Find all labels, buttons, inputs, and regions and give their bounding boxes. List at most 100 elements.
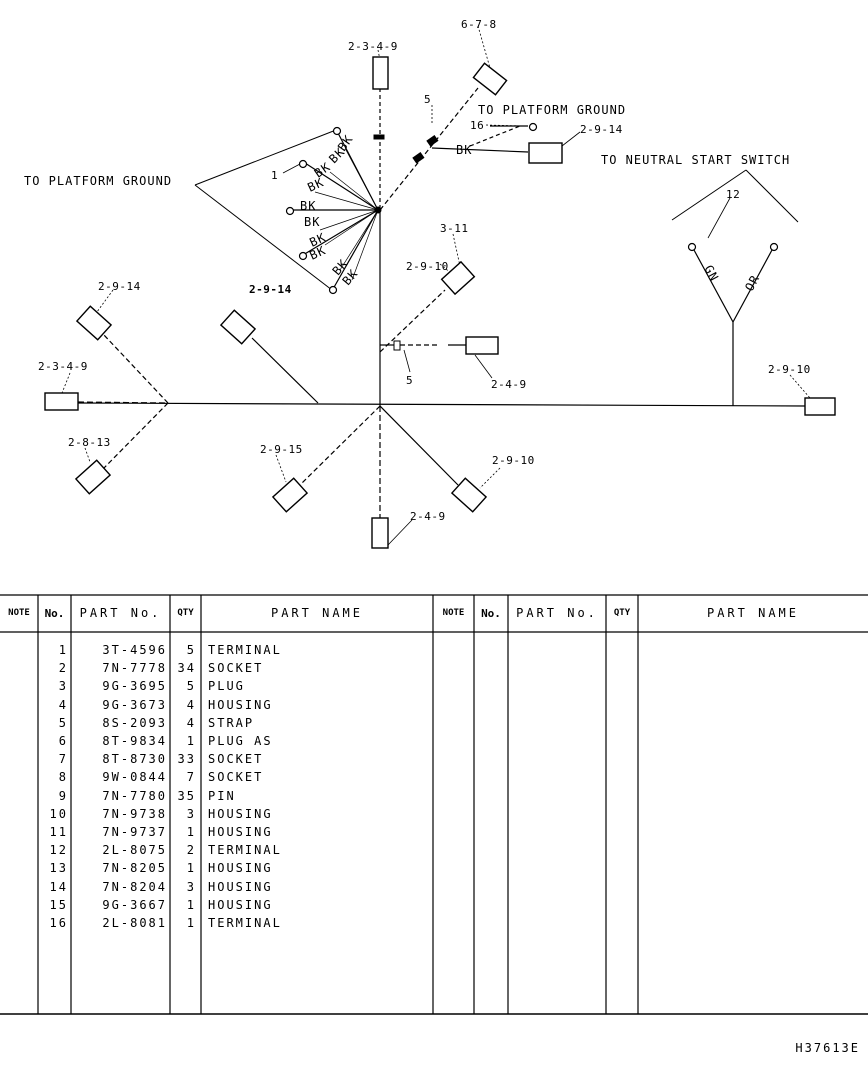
header-qty: QTY bbox=[177, 608, 194, 618]
part-number: 7N-9737 bbox=[102, 825, 167, 839]
quantity: 3 bbox=[186, 879, 196, 894]
connector-2-4-9-mid bbox=[465, 336, 499, 355]
part-number: 9G-3695 bbox=[102, 679, 167, 694]
item-number: 10 bbox=[49, 806, 68, 821]
header-part-name-2: PART NAME bbox=[706, 606, 800, 620]
item-number: 14 bbox=[49, 879, 68, 894]
ref-label: 2-3-4-9 bbox=[348, 40, 398, 53]
terminal-16 bbox=[528, 122, 538, 132]
item-number: 7 bbox=[58, 752, 68, 767]
part-name: PLUG AS bbox=[208, 734, 273, 748]
wire-color-label: GN bbox=[701, 263, 721, 284]
branch-to-2-9-14-left bbox=[103, 334, 169, 404]
header-no-2: No. bbox=[481, 606, 501, 620]
quantity: 1 bbox=[186, 897, 196, 912]
ref-label: 16 bbox=[470, 119, 484, 132]
part-number: 7N-9738 bbox=[102, 806, 167, 821]
part-number: 8T-9834 bbox=[102, 734, 167, 748]
wire-color-label: BK bbox=[304, 215, 320, 229]
quantity: 5 bbox=[186, 643, 196, 657]
branch-to-2-9-10-bottom bbox=[379, 405, 459, 486]
strap-mark bbox=[426, 134, 439, 147]
ground-terminal bbox=[328, 285, 338, 295]
connector-2-4-9-bottom bbox=[371, 517, 389, 549]
part-name: SOCKET bbox=[208, 770, 264, 785]
wire-color-label: BK bbox=[307, 230, 328, 250]
ref-label: 2-9-10 bbox=[768, 363, 811, 376]
main-harness-trunk bbox=[77, 402, 806, 407]
connector-2-3-4-9-top bbox=[372, 56, 389, 90]
quantity: 2 bbox=[186, 843, 196, 858]
part-number: 9W-0844 bbox=[102, 770, 167, 785]
part-name: TERMINAL bbox=[208, 643, 282, 657]
item-number: 13 bbox=[49, 861, 68, 876]
ref-label: 2-9-10 bbox=[492, 454, 535, 467]
connector-2-9-14-mid bbox=[219, 309, 257, 345]
branch-to-2-9-10-mid bbox=[379, 289, 446, 353]
platform-ground-label: TO PLATFORM GROUND bbox=[24, 174, 172, 188]
part-name: TERMINAL bbox=[208, 916, 282, 930]
connector-2-9-14-right bbox=[528, 142, 563, 164]
connector-2-9-10-mid bbox=[440, 260, 476, 296]
part-number: 7N-7780 bbox=[102, 788, 167, 803]
part-name: STRAP bbox=[208, 715, 255, 730]
wire-color-label: BK bbox=[300, 199, 316, 213]
branch-to-2-8-13 bbox=[101, 402, 169, 471]
connector-2-9-14-left bbox=[75, 305, 113, 341]
part-name: HOUSING bbox=[208, 825, 273, 839]
header-qty-2: QTY bbox=[613, 608, 631, 618]
ground-junction bbox=[374, 206, 382, 214]
wiring-harness-diagram: 2-3-4-9 6-7-8 5 TO PLATFORM GROUND 16 2-… bbox=[24, 18, 836, 549]
part-number: 7N-8205 bbox=[102, 861, 167, 876]
terminal-12-gn bbox=[687, 242, 697, 252]
ref-label: 2-4-9 bbox=[410, 510, 446, 523]
table-grid bbox=[0, 594, 868, 1015]
quantity: 4 bbox=[186, 697, 196, 712]
header-part-name: PART NAME bbox=[270, 606, 364, 620]
item-number: 9 bbox=[58, 788, 68, 803]
connector-2-3-4-9-left bbox=[44, 392, 79, 411]
quantity: 5 bbox=[186, 679, 196, 694]
part-number: 9G-3667 bbox=[102, 897, 167, 912]
ref-label: 2-9-10 bbox=[406, 260, 449, 273]
ground-terminal bbox=[285, 206, 295, 216]
header-no: No. bbox=[44, 606, 65, 620]
item-number: 15 bbox=[49, 897, 68, 912]
ref-label: 3-11 bbox=[440, 222, 469, 235]
part-name: HOUSING bbox=[208, 879, 273, 894]
item-number: 12 bbox=[49, 843, 68, 858]
part-number: 7N-8204 bbox=[102, 879, 167, 894]
ref-label: 1 bbox=[271, 169, 278, 182]
part-number: 9G-3673 bbox=[102, 697, 167, 712]
strap-mark bbox=[373, 134, 385, 140]
ref-label: 2-9-14 bbox=[580, 123, 623, 136]
ground-terminal bbox=[298, 251, 308, 261]
part-number: 8S-2093 bbox=[102, 715, 167, 730]
document-id: H37613E bbox=[795, 1041, 860, 1055]
ref-label: 12 bbox=[726, 188, 740, 201]
part-number: 3T-4596 bbox=[102, 643, 167, 657]
wire-color-label: OR bbox=[742, 272, 762, 293]
item-number: 5 bbox=[58, 715, 68, 730]
ref-label: 2-4-9 bbox=[491, 378, 527, 391]
strap-mark bbox=[393, 340, 401, 351]
ref-label: 2-8-13 bbox=[68, 436, 111, 449]
ref-label: 2-9-14 bbox=[249, 283, 292, 296]
part-number: 8T-8730 bbox=[102, 752, 167, 767]
connector-2-9-10-bottom bbox=[450, 477, 488, 513]
ref-label: 2-3-4-9 bbox=[38, 360, 88, 373]
ref-label: 2-9-14 bbox=[98, 280, 141, 293]
item-number: 1 bbox=[58, 643, 68, 657]
connector-2-9-15 bbox=[271, 477, 309, 513]
part-name: PLUG bbox=[208, 679, 245, 694]
ground-terminal bbox=[298, 159, 308, 169]
part-name: HOUSING bbox=[208, 861, 273, 876]
quantity: 3 bbox=[186, 806, 196, 821]
platform-ground-label: TO PLATFORM GROUND bbox=[478, 103, 626, 117]
item-number: 8 bbox=[58, 770, 68, 785]
part-name: HOUSING bbox=[208, 897, 273, 912]
item-number: 4 bbox=[58, 697, 68, 712]
quantity: 7 bbox=[186, 770, 196, 785]
item-number: 6 bbox=[58, 734, 68, 748]
item-number: 3 bbox=[58, 679, 68, 694]
